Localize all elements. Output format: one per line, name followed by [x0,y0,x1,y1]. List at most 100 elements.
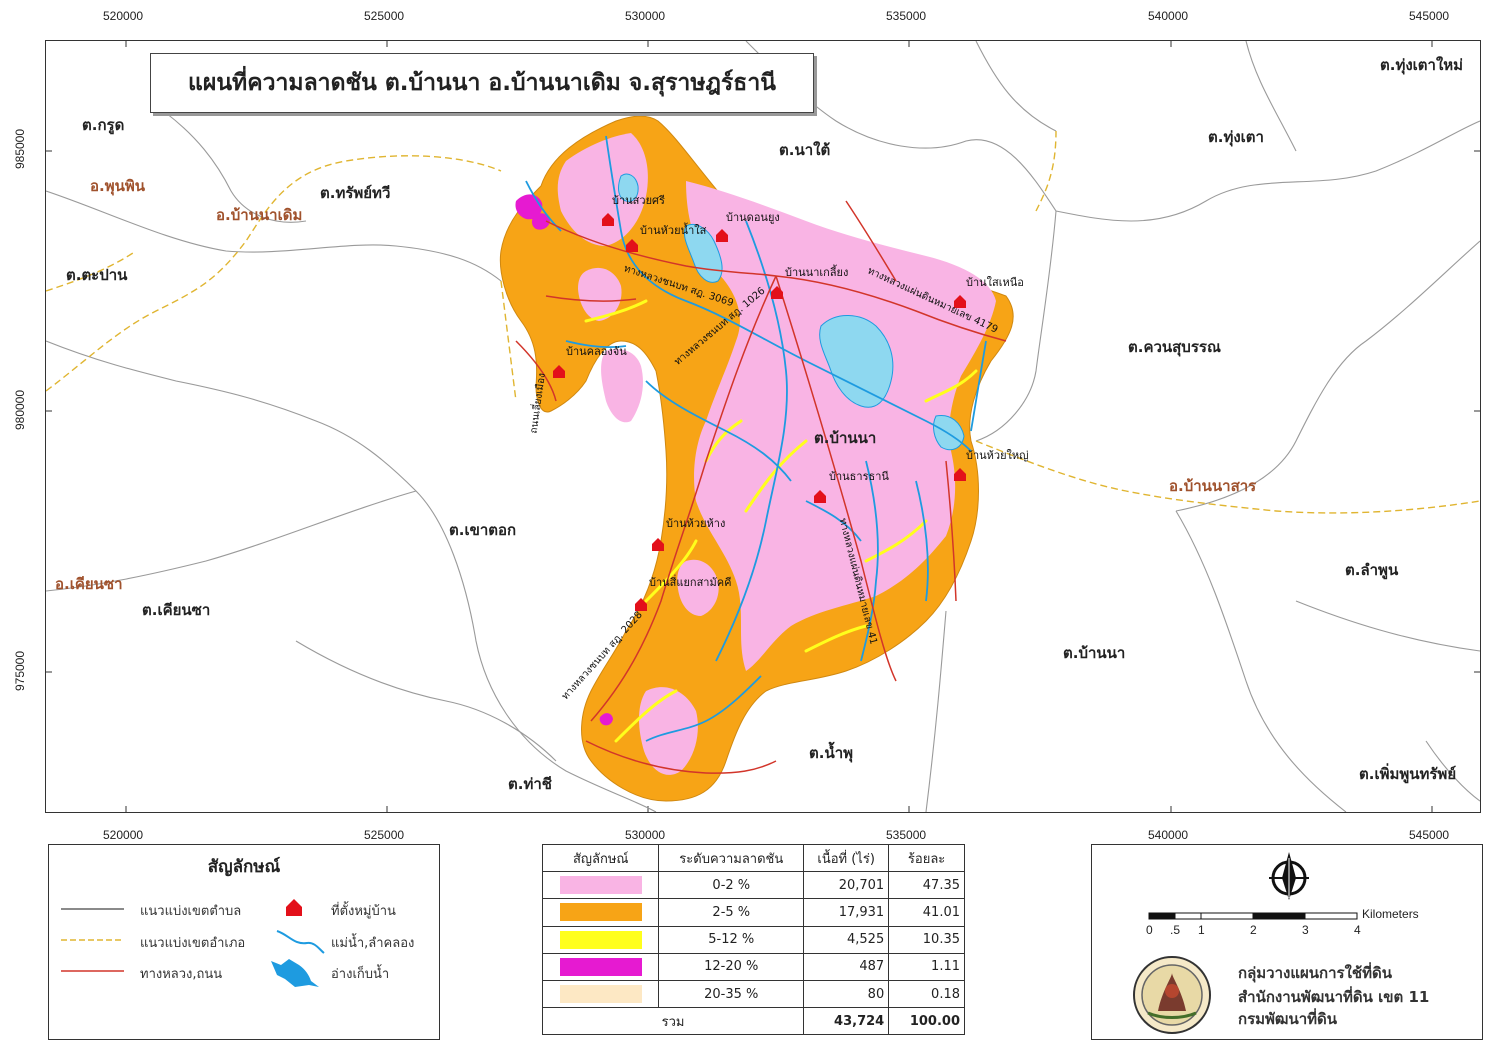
legend-item-road: ทางหลวง,ถนน [140,967,223,982]
road [590,275,777,722]
village-label: บ้านใสเหนือ [966,276,1024,289]
subdistrict-label: ต.บ้านนา [814,429,877,447]
roads [515,200,1007,774]
scale-tick: 0 [1146,923,1153,937]
map-frame[interactable]: แผนที่ความลาดชัน ต.บ้านนา อ.บ้านนาเดิม จ… [45,40,1481,813]
table-row: 0-2 % 20,701 47.35 [541,871,965,900]
table-row: 2-5 % 17,931 41.01 [541,898,965,927]
slope-swatch [559,930,642,949]
reservoir-symbol [271,959,319,987]
subdistrict-boundary [165,112,307,223]
slope-table: สัญลักษณ์ ระดับความลาดชัน เนื้อที่ (ไร่)… [541,843,965,1036]
reservoir [819,315,894,408]
x-coord-top: 540000 [1148,9,1189,23]
table-row: 20-35 % 80 0.18 [541,979,965,1009]
table-header-row: สัญลักษณ์ ระดับความลาดชัน เนื้อที่ (ไร่)… [541,843,965,873]
x-coord-bottom: 535000 [886,828,927,842]
river [970,340,987,432]
district-boundary [500,280,517,402]
village-marker [716,229,728,242]
legend-box: สัญลักษณ์ แนวแบ่งเขตตำบล ที่ตั้งหมู่บ้าน… [48,844,440,1040]
slope-range: 12-20 % [658,952,805,981]
village-marker [954,468,966,481]
subdistrict-boundary [1295,600,1480,652]
x-coord-top: 545000 [1409,9,1450,23]
subdistrict-boundary [295,640,557,762]
river [565,340,627,349]
table-row: 5-12 % 4,525 10.35 [541,925,965,954]
road [775,275,897,682]
subdistrict-boundary [1425,740,1480,802]
river [645,380,792,482]
slope-12-20-areas [515,194,613,726]
village-marker [635,598,647,611]
subdistrict-boundary [975,41,1057,132]
slope-0-2-patch [601,349,643,423]
slope-swatch-cell [541,925,660,954]
slope-range: 5-12 % [658,925,805,954]
slope-percent: 0.18 [888,979,965,1009]
reservoir [933,414,965,451]
slope-5-12-streak [864,519,928,563]
reservoir [618,173,639,202]
slope-range: 2-5 % [658,898,805,927]
slope-swatch-cell [541,979,660,1009]
subdistrict-label: ต.ลำพูน [1345,561,1399,579]
scale-bar [1148,912,1358,920]
village-symbol [286,899,302,916]
river [860,460,879,662]
slope-12-20-patch [531,213,550,230]
slope-0-2-patch [578,267,622,321]
subdistrict-label: ต.ตะปาน [66,266,128,284]
info-graphics [1133,852,1358,1034]
river [915,480,929,602]
x-coord-bottom: 540000 [1148,828,1189,842]
x-coord-bottom: 530000 [625,828,666,842]
slope-swatch-cell [541,952,660,981]
slope-range: 0-2 % [658,871,805,900]
legend-item-subdistrict: แนวแบ่งเขตตำบล [140,904,242,919]
district-label: อ.บ้านนาเดิม [216,206,303,224]
subdistrict-boundaries [46,41,1480,812]
slope-5-12-streak [924,369,978,403]
subdistrict-label: ต.ทรัพย์ทวี [320,184,391,202]
road [545,295,637,302]
slope-5-12-streak [744,439,808,513]
subdistrict-label: ต.ทุ่งเตา [1208,128,1264,146]
village-label: บ้านดอนยูง [726,211,780,224]
slope-swatch-cell [541,898,660,927]
slope-5-12-streak [614,689,678,743]
slope-area: 4,525 [803,925,890,954]
river [605,135,972,452]
slope-swatch [559,985,642,1004]
subdistrict-label: ต.นาใต้ [779,141,831,159]
slope-percent: 1.11 [888,952,965,981]
subdistrict-label: ต.ควนสุบรรณ [1128,338,1221,356]
slope-0-2-patch [677,559,719,616]
slope-area: 80 [803,979,890,1009]
table-header: ระดับความลาดชัน [658,843,805,873]
legend-title: สัญลักษณ์ [207,857,281,877]
village-marker [771,286,783,299]
road [775,275,1007,342]
village-label: บ้านสี่แยกสามัคคี [649,576,732,589]
villages [553,213,966,611]
x-coord-top: 530000 [625,9,666,23]
village-marker [954,295,966,308]
x-coord-top: 520000 [103,9,144,23]
village-label: บ้านห้วยห้าง [666,517,726,530]
district-boundaries [46,130,1480,514]
map-title-box: แผนที่ความลาดชัน ต.บ้านนา อ.บ้านนาเดิม จ… [150,53,814,113]
table-header: ร้อยละ [888,843,965,873]
slope-5-12-areas [584,299,978,743]
subdistrict-boundary [925,610,947,812]
subdistrict-label: ต.ท่าชี [508,775,552,793]
district-boundary [46,250,137,292]
table-header: สัญลักษณ์ [541,843,660,873]
slope-0-2-patch [639,687,698,775]
district-boundary [1035,130,1057,212]
x-coord-bottom: 525000 [364,828,405,842]
slope-5-12-streak [584,299,648,323]
legend-item-village: ที่ตั้งหมู่บ้าน [331,904,396,919]
subdistrict-label: ต.บ้านนา [1063,644,1126,662]
